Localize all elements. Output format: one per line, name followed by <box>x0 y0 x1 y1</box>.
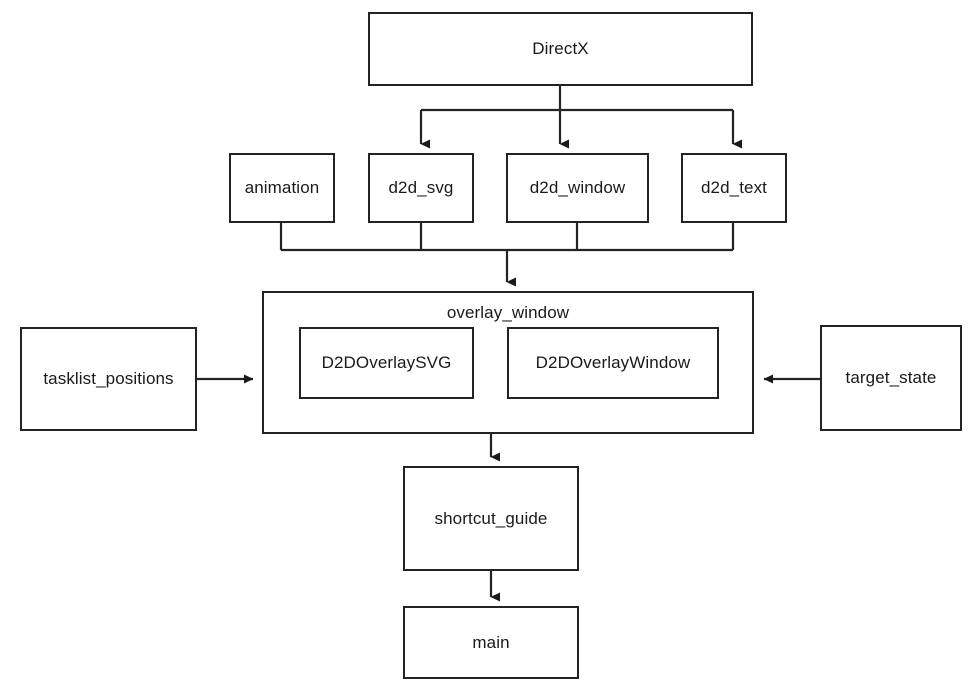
node-d2doverlaywindow[interactable]: D2DOverlayWindow <box>507 327 719 399</box>
node-d2d-svg[interactable]: d2d_svg <box>368 153 474 223</box>
node-animation-label: animation <box>244 178 320 198</box>
node-directx[interactable]: DirectX <box>368 12 753 86</box>
node-animation[interactable]: animation <box>229 153 335 223</box>
node-shortcut-guide[interactable]: shortcut_guide <box>403 466 579 571</box>
node-d2d-text[interactable]: d2d_text <box>681 153 787 223</box>
node-directx-label: DirectX <box>532 39 589 59</box>
node-d2d-text-label: d2d_text <box>700 178 768 198</box>
node-d2d-window-label: d2d_window <box>529 178 626 198</box>
node-tasklist-positions[interactable]: tasklist_positions <box>20 327 197 431</box>
node-overlay-window-label: overlay_window <box>446 303 570 322</box>
node-main[interactable]: main <box>403 606 579 679</box>
node-d2d-window[interactable]: d2d_window <box>506 153 649 223</box>
node-d2d-svg-label: d2d_svg <box>388 178 454 198</box>
node-shortcut-guide-label: shortcut_guide <box>434 508 548 528</box>
node-d2doverlaysvg[interactable]: D2DOverlaySVG <box>299 327 474 399</box>
node-target-state[interactable]: target_state <box>820 325 962 431</box>
node-tasklist-positions-label: tasklist_positions <box>43 369 174 389</box>
node-main-label: main <box>472 632 510 652</box>
node-d2doverlaysvg-label: D2DOverlaySVG <box>321 353 452 373</box>
node-target-state-label: target_state <box>845 368 937 388</box>
node-d2doverlaywindow-label: D2DOverlayWindow <box>535 353 691 373</box>
